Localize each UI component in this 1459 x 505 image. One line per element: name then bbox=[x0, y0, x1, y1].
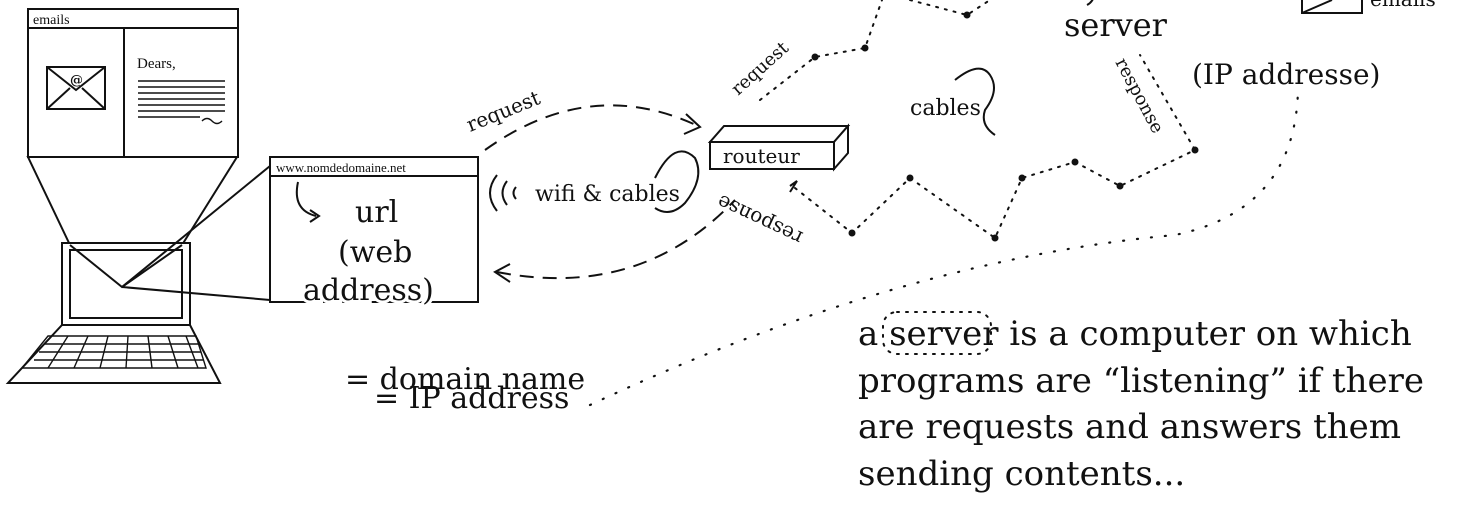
definition-line-2: programs are “listening” if there bbox=[858, 361, 1424, 401]
browser-url-text: www.nomdedomaine.net bbox=[276, 160, 406, 175]
browser-line-web: (web bbox=[338, 235, 412, 270]
server-emails-label: emails bbox=[1370, 0, 1436, 11]
laptop-icon bbox=[5, 242, 222, 384]
request-arc bbox=[484, 104, 699, 151]
server-highlight-box bbox=[882, 311, 992, 355]
request-router-label: request bbox=[727, 37, 793, 100]
browser-window: www.nomdedomaine.net url (web address) bbox=[269, 156, 479, 311]
top-path bbox=[909, 0, 991, 17]
wifi-label: wifi & cables bbox=[535, 182, 680, 207]
router-label: routeur bbox=[723, 144, 800, 168]
cables-squiggle bbox=[954, 67, 996, 136]
definition-line-4: sending contents... bbox=[858, 454, 1185, 494]
response-arc bbox=[496, 199, 736, 280]
wifi-icon bbox=[489, 174, 517, 212]
ip-lookup-path bbox=[588, 88, 1300, 407]
response-path bbox=[794, 54, 1197, 240]
definition-block: a server is a computer on which programs… bbox=[858, 311, 1424, 494]
router-icon: routeur bbox=[707, 123, 851, 172]
envelope-icon: @ bbox=[46, 66, 106, 110]
browser-frame bbox=[269, 156, 479, 303]
at-sign: @ bbox=[70, 73, 83, 88]
browser-line-url: url bbox=[355, 195, 398, 230]
note-domain-name: = domain name bbox=[345, 362, 585, 397]
server-label: server bbox=[1064, 6, 1168, 44]
email-greeting: Dears, bbox=[137, 56, 176, 72]
cables-label: cables bbox=[910, 96, 981, 121]
zoom-line-bottom bbox=[121, 286, 271, 301]
request-path bbox=[759, 0, 883, 101]
email-window-title: emails bbox=[33, 13, 70, 28]
zoom-apex bbox=[69, 244, 183, 289]
definition-line-3: are requests and answers them bbox=[858, 407, 1401, 447]
browser-line-address: address) bbox=[303, 273, 434, 308]
request-label: request bbox=[463, 85, 544, 136]
cable-squiggle bbox=[654, 150, 700, 213]
response-label: response bbox=[713, 190, 806, 250]
definition-highlight: server bbox=[889, 314, 999, 354]
router-front bbox=[709, 141, 835, 170]
email-body-lines bbox=[138, 80, 225, 125]
zoom-line-top bbox=[121, 165, 271, 288]
email-window: emails @ Dears, bbox=[26, 8, 239, 246]
laptop-keyboard bbox=[20, 335, 207, 369]
curved-arrow-icon bbox=[295, 181, 317, 217]
server-ip-label: (IP addresse) bbox=[1192, 58, 1380, 91]
laptop-base bbox=[5, 324, 222, 384]
server-tick bbox=[1086, 0, 1094, 6]
definition-prefix: a bbox=[858, 314, 889, 354]
router-return-arrowhead bbox=[789, 180, 798, 193]
definition-line-1: a server is a computer on which bbox=[858, 314, 1412, 354]
response-arrowhead bbox=[493, 263, 511, 283]
request-arrowhead bbox=[683, 113, 702, 135]
response-server-label: response bbox=[1111, 54, 1168, 137]
definition-suffix: is a computer on which bbox=[998, 314, 1411, 354]
note-ip-address: = IP address bbox=[374, 381, 569, 416]
zoom-funnel bbox=[26, 156, 239, 246]
server-email-envelope-icon bbox=[1301, 0, 1363, 14]
